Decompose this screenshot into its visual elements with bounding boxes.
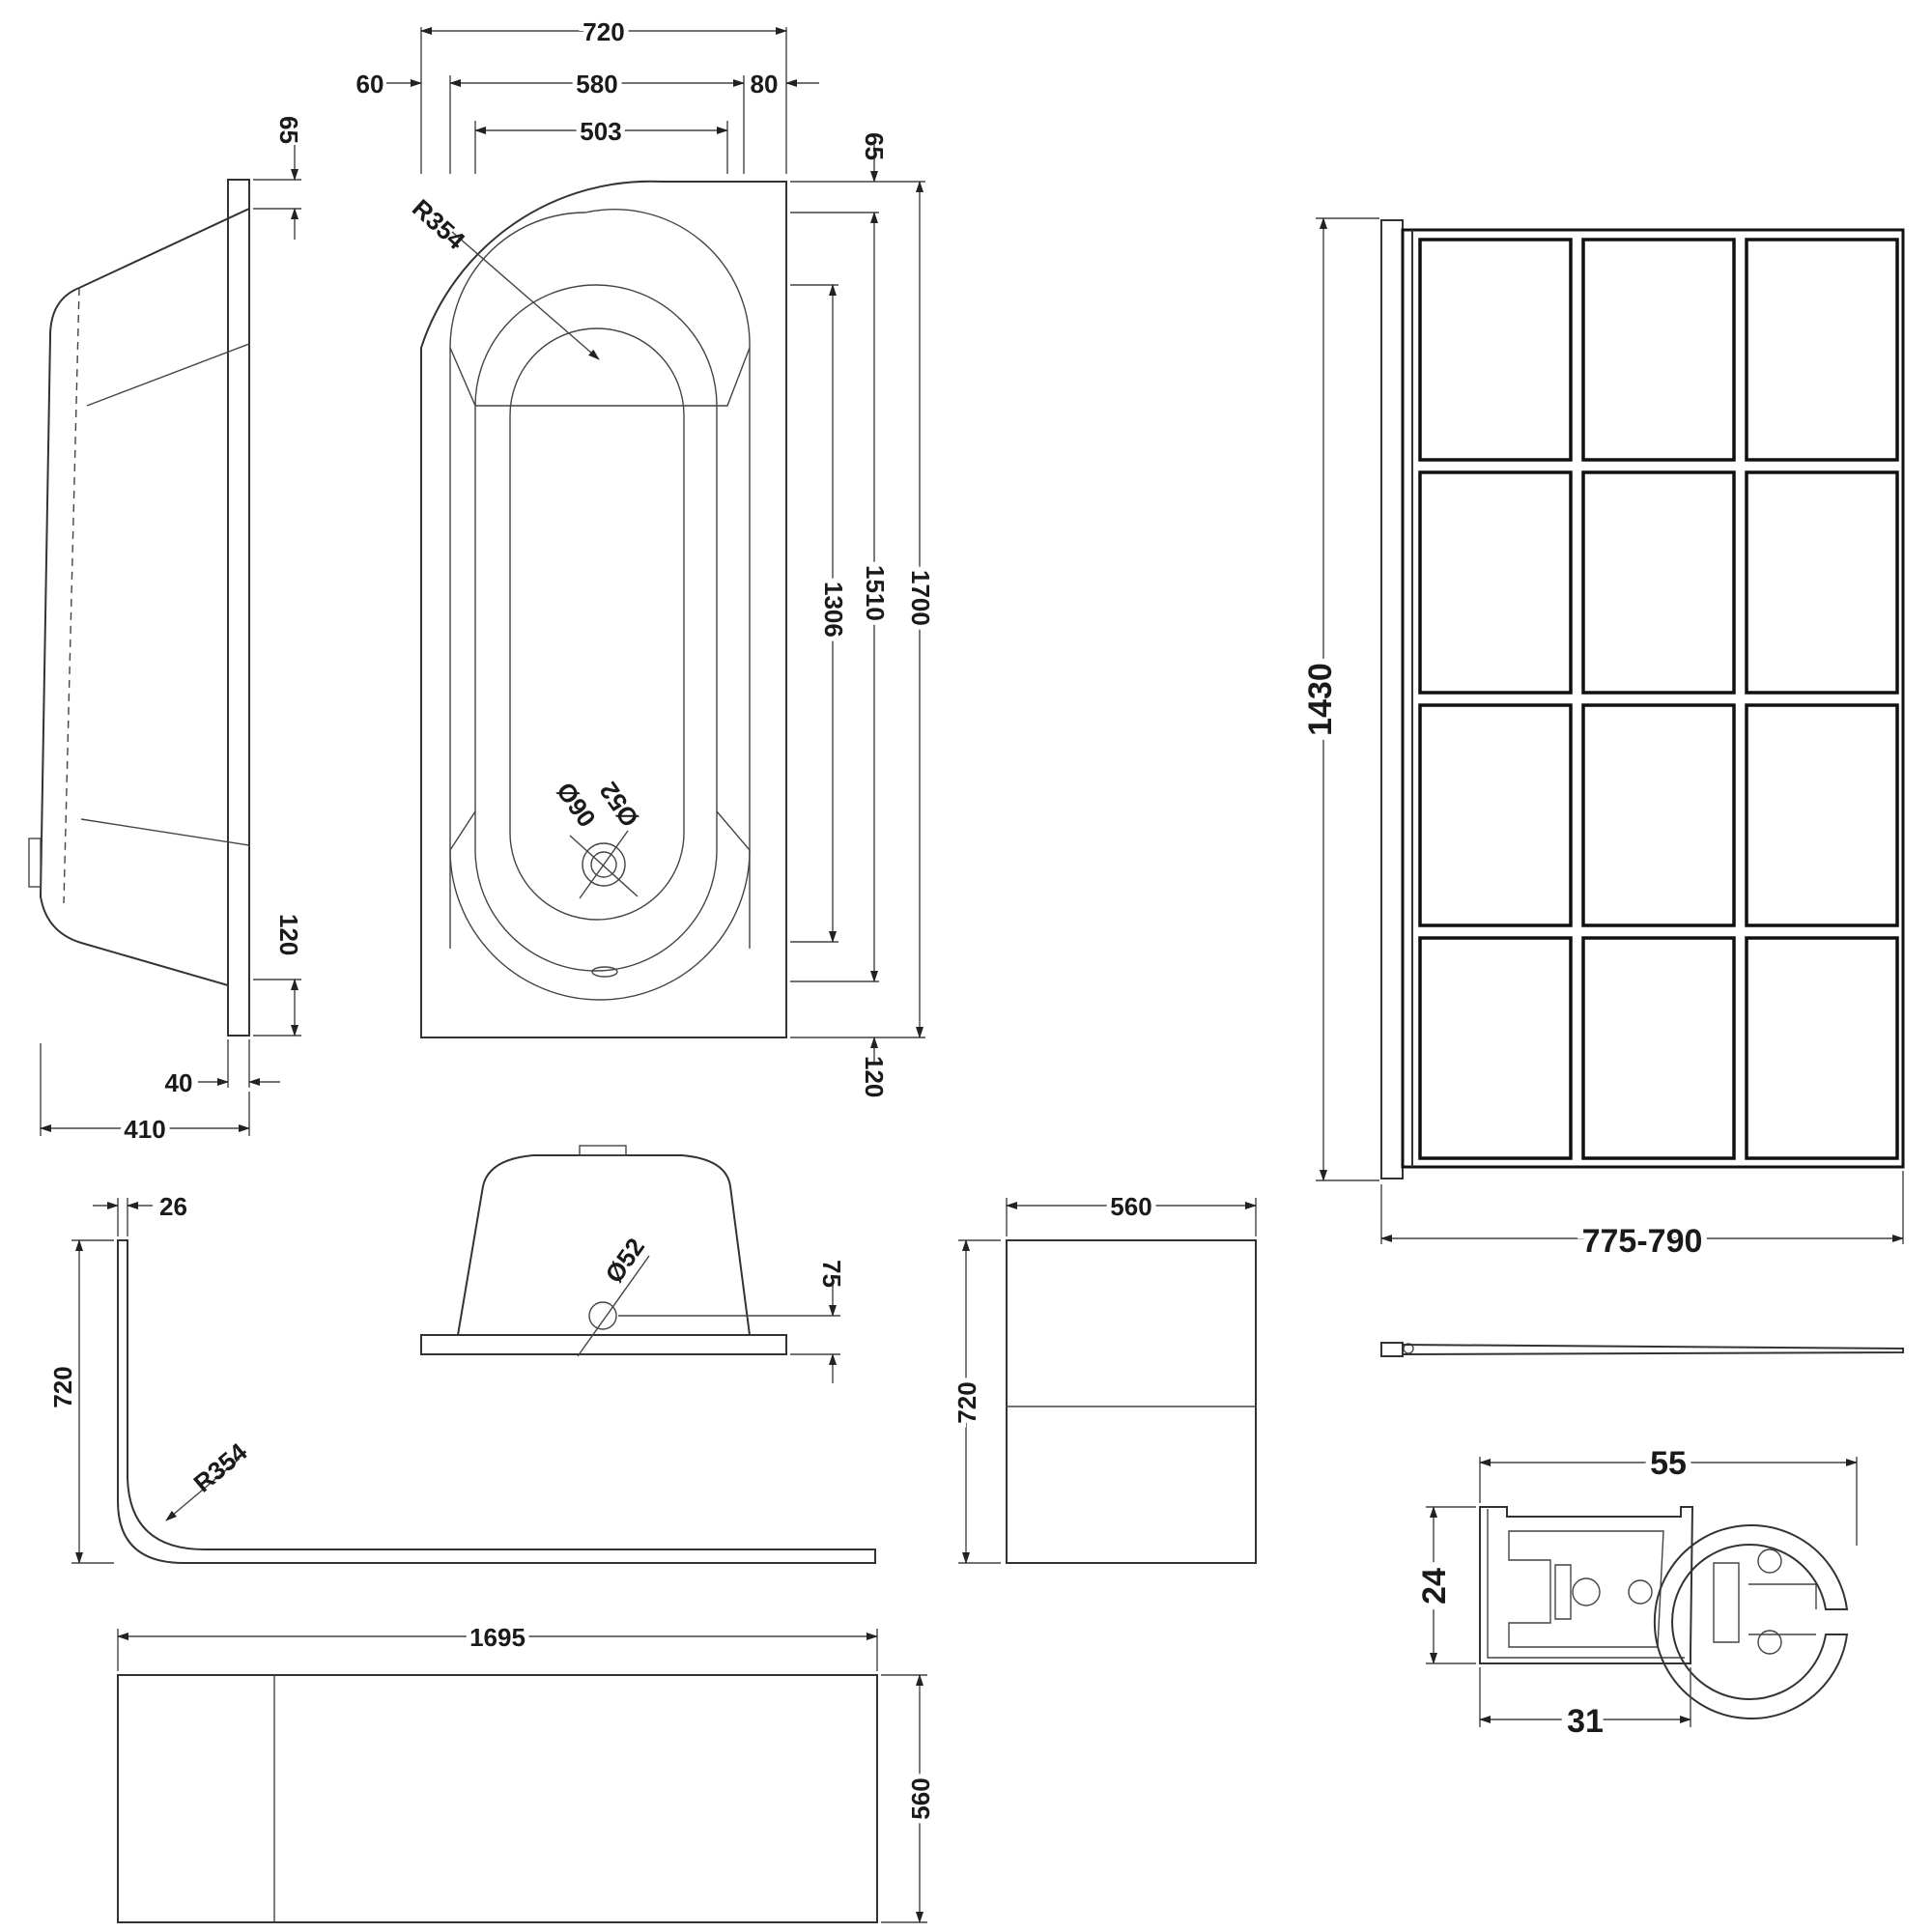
screen-frame	[1401, 228, 1905, 1169]
plan-top-rim-label: 65	[860, 132, 889, 160]
side-waste-icon	[28, 838, 42, 888]
front-panel: 1695 560	[117, 1618, 940, 1923]
front-panel-shape	[117, 1674, 878, 1923]
waste-inner-icon	[590, 851, 617, 878]
end-base	[420, 1334, 787, 1355]
screen-top-view-hinge	[1380, 1342, 1404, 1357]
plan-width-label: 720	[582, 17, 624, 46]
screen-pane	[1581, 238, 1736, 462]
end-waste-top	[579, 1145, 627, 1156]
plan-end-rim-label: 120	[860, 1056, 889, 1097]
end-panel-width-label: 560	[1110, 1192, 1151, 1221]
end-panel-height-label: 720	[952, 1381, 981, 1423]
side-body	[39, 208, 250, 986]
waste-outer-label: Ø90	[551, 777, 602, 832]
profile-channel-label: 31	[1567, 1703, 1604, 1740]
screen-pane	[1581, 936, 1736, 1160]
plan-right-margin-label: 80	[751, 70, 779, 99]
screen-pane	[1581, 703, 1736, 927]
side-view: 65 120 40 410	[28, 116, 303, 1149]
plan-bowl-width-label: 503	[580, 117, 621, 146]
screen-wall-profile	[1380, 219, 1404, 1179]
front-panel-height-label: 560	[906, 1777, 935, 1819]
end-panel-shape	[1006, 1239, 1257, 1564]
screen-height-label: 1430	[1302, 663, 1339, 736]
plan-view: R354 Ø90 Ø52 720 60 580 80 503 65 1306	[356, 13, 940, 1097]
plan-bowl-inner	[509, 327, 685, 921]
side-depth-label: 410	[124, 1115, 165, 1144]
end-panel: 560 720	[948, 1187, 1257, 1564]
plan-left-margin-label: 60	[356, 70, 384, 99]
profile-round	[1653, 1524, 1849, 1719]
curved-panel-shape	[117, 1239, 876, 1564]
profile-overall-label: 55	[1650, 1445, 1687, 1482]
screen-pane	[1745, 703, 1899, 927]
plan-bowl	[474, 284, 718, 972]
curved-panel: 26 720 R354	[43, 1192, 876, 1564]
screen-top-view-glass	[1402, 1344, 1904, 1355]
end-body	[457, 1154, 751, 1336]
screen-pane	[1418, 470, 1573, 695]
plan-rim	[449, 209, 751, 949]
screen-pane	[1581, 470, 1736, 695]
end-waste-height-label: 75	[817, 1260, 846, 1288]
waste-outer-icon	[582, 842, 626, 887]
side-rim	[227, 179, 250, 1037]
curved-panel-thickness-label: 26	[159, 1192, 187, 1221]
screen-width-label: 775-790	[1582, 1223, 1703, 1260]
profile-screw-icon	[1572, 1577, 1601, 1606]
curved-panel-height-label: 720	[48, 1366, 77, 1407]
end-waste-icon	[588, 1301, 617, 1330]
waste-inner-label: Ø52	[593, 777, 644, 832]
end-view: Ø52 75	[420, 1145, 846, 1383]
screen-pane	[1418, 703, 1573, 927]
screen-panes	[1418, 238, 1899, 1160]
plan-outline	[420, 180, 787, 1038]
screen-pane	[1418, 936, 1573, 1160]
curved-panel-radius-label: R354	[188, 1436, 253, 1497]
screen-pane	[1745, 936, 1899, 1160]
profile-height-label: 24	[1416, 1568, 1453, 1605]
side-top-rim-label: 65	[274, 116, 303, 144]
side-foot-width-label: 40	[165, 1068, 193, 1097]
screen-pane	[1745, 470, 1899, 695]
plan-overall-length-label: 1700	[906, 570, 935, 626]
screen-pane	[1418, 238, 1573, 462]
front-panel-length-label: 1695	[469, 1623, 526, 1652]
plan-inner-width-label: 580	[576, 70, 617, 99]
plan-bowl-length-label: 1306	[819, 582, 848, 638]
plan-inner-length-label: 1510	[861, 565, 890, 621]
screen: 1430 775-790	[1296, 217, 1905, 1357]
overflow-icon	[591, 966, 618, 978]
end-waste-label: Ø52	[599, 1233, 650, 1288]
plan-radius-label: R354	[407, 193, 471, 255]
side-foot-height-label: 120	[274, 914, 303, 955]
profile-detail: 55 24 31	[1410, 1439, 1858, 1746]
profile-channel	[1479, 1506, 1694, 1664]
screen-pane	[1745, 238, 1899, 462]
